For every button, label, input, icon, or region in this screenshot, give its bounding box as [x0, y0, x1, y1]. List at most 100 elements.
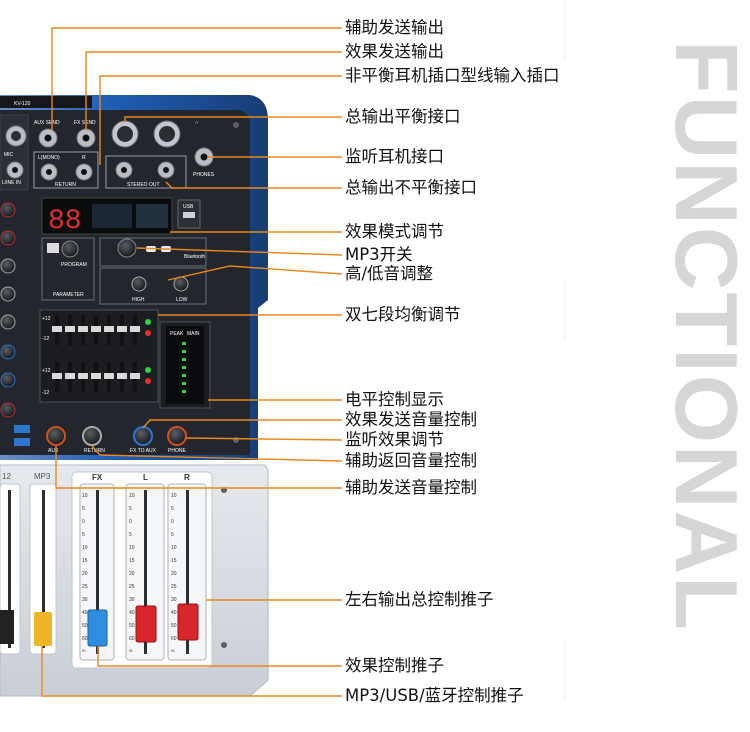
display-digits: 88 — [48, 206, 82, 237]
channel-button-1[interactable] — [14, 425, 30, 433]
return-r-label: R — [82, 155, 86, 161]
mic-label: MIC — [4, 152, 14, 158]
svg-text:0: 0 — [129, 519, 132, 525]
svg-text:30: 30 — [82, 597, 88, 603]
svg-text:60: 60 — [82, 636, 88, 642]
channel-12-fader[interactable] — [0, 610, 14, 644]
model-strip — [0, 96, 92, 108]
tone-box — [99, 267, 207, 305]
r-fader-label: R — [184, 473, 190, 482]
callout-monitor-effect: 监听效果调节 — [345, 430, 444, 449]
callout-dual-7-band-eq: 双七段均衡调节 — [345, 305, 461, 324]
svg-text:5: 5 — [82, 532, 85, 538]
return-box — [33, 151, 99, 189]
svg-text:30: 30 — [171, 597, 177, 603]
peak-label: PEAK — [170, 331, 184, 337]
callout-balanced-main-out: 总输出平衡接口 — [345, 107, 461, 126]
eq-button-bottom[interactable] — [145, 378, 151, 384]
low-knob[interactable] — [173, 276, 189, 292]
callout-high-low-eq: 高/低音调整 — [345, 264, 434, 283]
bluetooth-label: Bluetooth — [184, 254, 205, 260]
aux-return-knob[interactable] — [46, 426, 66, 446]
mp3-usb-bt-fader[interactable] — [34, 612, 52, 646]
eq-button-top[interactable] — [145, 330, 151, 336]
svg-text:40: 40 — [171, 610, 177, 616]
svg-text:15: 15 — [171, 558, 177, 564]
fx-to-aux-knob[interactable] — [133, 426, 153, 446]
high-label: HIGH — [132, 297, 145, 303]
aux-label: AUX — [48, 448, 59, 454]
l-fader[interactable] — [135, 605, 157, 643]
model-label: KV-120 — [14, 101, 31, 107]
functional-watermark: FUNCTIONAL — [657, 40, 750, 632]
fx-to-aux-label: FX TO AUX — [130, 448, 157, 454]
svg-text:15: 15 — [129, 558, 135, 564]
channel-button-2[interactable] — [14, 438, 30, 446]
mp3-fader-label: MP3 — [34, 472, 51, 481]
eq-sliders-bottom[interactable] — [52, 362, 140, 392]
callout-aux-send-output: 辅助发送输出 — [345, 18, 444, 37]
effect-number-icon — [47, 243, 59, 253]
svg-text:10: 10 — [82, 493, 88, 499]
high-knob[interactable] — [131, 276, 147, 292]
eq-sliders-top[interactable] — [52, 315, 140, 345]
callout-unbalanced-line-input: 非平衡耳机插口型线输入插口 — [345, 66, 560, 85]
svg-text:20: 20 — [82, 571, 88, 577]
callout-headphone-jack: 监听耳机接口 — [345, 147, 444, 166]
eq-top-minus: -12 — [42, 336, 49, 342]
aux-send-label: AUX SEND — [34, 120, 60, 126]
svg-text:60: 60 — [171, 636, 177, 642]
graphic-eq — [39, 309, 159, 403]
svg-text:50: 50 — [171, 623, 177, 629]
svg-text:∞: ∞ — [129, 648, 133, 654]
parameter-label: PARAMETER — [53, 292, 84, 298]
callout-fx-fader: 效果控制推子 — [345, 656, 444, 675]
callout-mp3-usb-bt-fader: MP3/USB/蓝牙控制推子 — [345, 686, 524, 705]
eq-bottom-minus: -12 — [42, 390, 49, 396]
program-knob[interactable] — [61, 240, 79, 258]
fx-send-label: FX SEND — [74, 120, 96, 126]
svg-text:5: 5 — [82, 506, 85, 512]
mp3-box — [99, 237, 207, 267]
svg-text:10: 10 — [171, 493, 177, 499]
svg-text:25: 25 — [129, 584, 135, 590]
svg-text:5: 5 — [171, 532, 174, 538]
meter-leds — [182, 342, 186, 393]
svg-text:5: 5 — [129, 506, 132, 512]
svg-text:10: 10 — [82, 545, 88, 551]
svg-text:30: 30 — [129, 597, 135, 603]
callout-unbalanced-main-out: 总输出不平衡接口 — [345, 178, 477, 197]
fx-fader[interactable] — [87, 609, 108, 647]
callout-fx-send-volume: 效果发送音量控制 — [345, 410, 477, 429]
svg-text:50: 50 — [82, 623, 88, 629]
callout-aux-return-volume: 辅助返回音量控制 — [345, 451, 477, 470]
eq-top-plus: +12 — [42, 316, 51, 322]
headphone-icon: ∩ — [195, 120, 199, 126]
svg-text:15: 15 — [82, 558, 88, 564]
phone-knob[interactable] — [167, 426, 187, 446]
stereo-out-box — [105, 155, 187, 189]
r-fader[interactable] — [177, 603, 199, 641]
svg-text:10: 10 — [129, 545, 135, 551]
return-knob[interactable] — [82, 426, 102, 446]
svg-text:25: 25 — [171, 584, 177, 590]
eq-led-bottom — [145, 367, 151, 373]
return-label: RETURN — [55, 182, 76, 188]
svg-text:40: 40 — [129, 610, 135, 616]
callout-fx-send-output: 效果发送输出 — [345, 42, 444, 61]
channel-12-label: 12 — [2, 472, 11, 481]
svg-text:50: 50 — [129, 623, 135, 629]
program-box — [41, 237, 95, 301]
return-knob-label: RETURN — [84, 448, 105, 454]
mp3-switch[interactable] — [117, 238, 137, 258]
callout-mp3-switch: MP3开关 — [345, 245, 413, 264]
callout-level-display: 电平控制显示 — [345, 390, 444, 409]
l-fader-label: L — [143, 473, 148, 482]
svg-text:10: 10 — [129, 493, 135, 499]
phones-label: PHONES — [193, 172, 215, 178]
svg-text:20: 20 — [129, 571, 135, 577]
callout-aux-send-volume: 辅助发送音量控制 — [345, 478, 477, 497]
